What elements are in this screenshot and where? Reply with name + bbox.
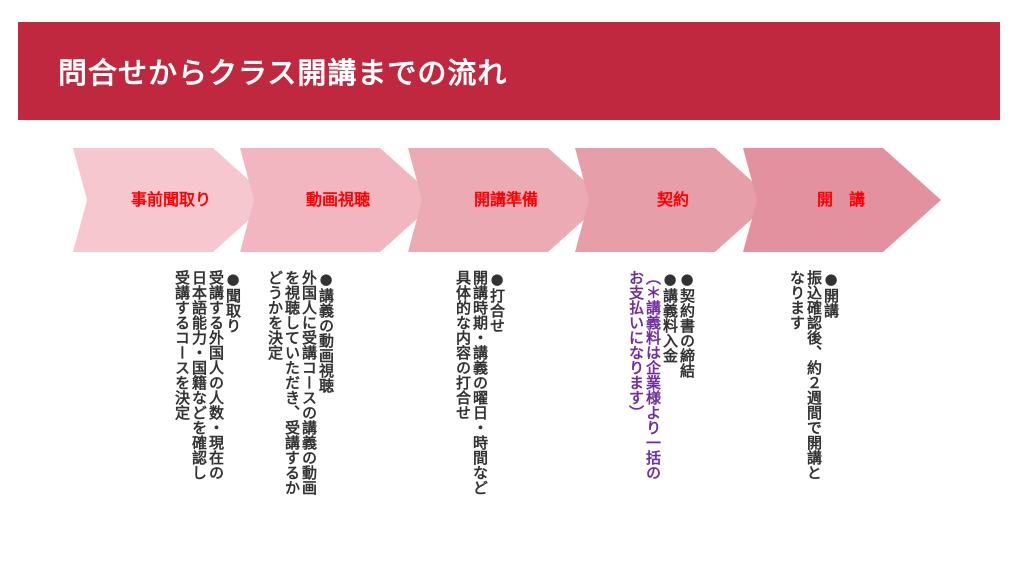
step-3-label: 開講準備	[473, 190, 538, 209]
step-2-line-2: 外国人に受講コースの講義の動画	[300, 270, 318, 495]
step-3-arrow-shape	[408, 148, 606, 252]
step-3-line-1: ●打合せ	[488, 270, 506, 333]
step-1-line-3: 日本語能力・国籍などを確認し	[190, 270, 208, 480]
step-1-arrow-shape	[73, 148, 271, 252]
step-4-line-1: ●契約書の締結	[678, 270, 696, 378]
step-4-description: ●契約書の締結 ●講義料入金 （＊講義料は企業様より一括の お支払いになります）	[627, 270, 696, 480]
step-5-line-2: 振込確認後、約２週間で開講と	[805, 270, 823, 480]
step-1-label: 事前聞取り	[130, 190, 211, 209]
step-5-arrow	[743, 148, 941, 252]
step-3-line-3: 具体的な内容の打合せ	[454, 270, 472, 420]
step-4-label: 契約	[656, 190, 689, 209]
step-5-line-1: ●開講	[822, 270, 840, 318]
step-5-label: 開 講	[816, 190, 865, 209]
step-3-line-2: 開講時期・講義の曜日・時間など	[471, 270, 489, 495]
step-4-note-line-2: お支払いになります）	[627, 270, 645, 420]
step-1-arrow	[73, 148, 271, 252]
step-5-description: ●開講 振込確認後、約２週間で開講と なります	[788, 270, 840, 480]
step-4-note-line-1: （＊講義料は企業様より一括の	[644, 270, 662, 480]
step-4-line-2: ●講義料入金	[661, 270, 679, 363]
step-1-description: ●聞取り 受講する外国人の人数・現在の 日本語能力・国籍などを確認し 受講するコ…	[173, 270, 242, 480]
step-4-arrow	[575, 148, 773, 252]
step-1-line-4: 受講するコースを決定	[173, 270, 191, 420]
step-5-line-3: なります	[788, 270, 806, 330]
title-banner: 問合せからクラス開講までの流れ	[18, 22, 1000, 120]
step-2-line-4: どうかを決定	[266, 270, 284, 360]
step-4-arrow-shape	[575, 148, 773, 252]
page-title: 問合せからクラス開講までの流れ	[58, 56, 508, 90]
step-2-arrow-shape	[240, 148, 438, 252]
step-2-arrow	[240, 148, 438, 252]
step-2-line-3: を視聴していただき、受講するか	[283, 270, 301, 495]
step-2-label: 動画視聴	[305, 190, 370, 209]
step-5-arrow-shape	[743, 148, 941, 252]
step-2-description: ●講義の動画視聴 外国人に受講コースの講義の動画 を視聴していただき、受講するか…	[266, 270, 335, 495]
step-1-line-1: ●聞取り	[224, 270, 242, 333]
step-1-line-2: 受講する外国人の人数・現在の	[207, 270, 225, 480]
step-2-line-1: ●講義の動画視聴	[317, 270, 335, 393]
step-3-arrow	[408, 148, 606, 252]
step-3-description: ●打合せ 開講時期・講義の曜日・時間など 具体的な内容の打合せ	[454, 270, 506, 495]
